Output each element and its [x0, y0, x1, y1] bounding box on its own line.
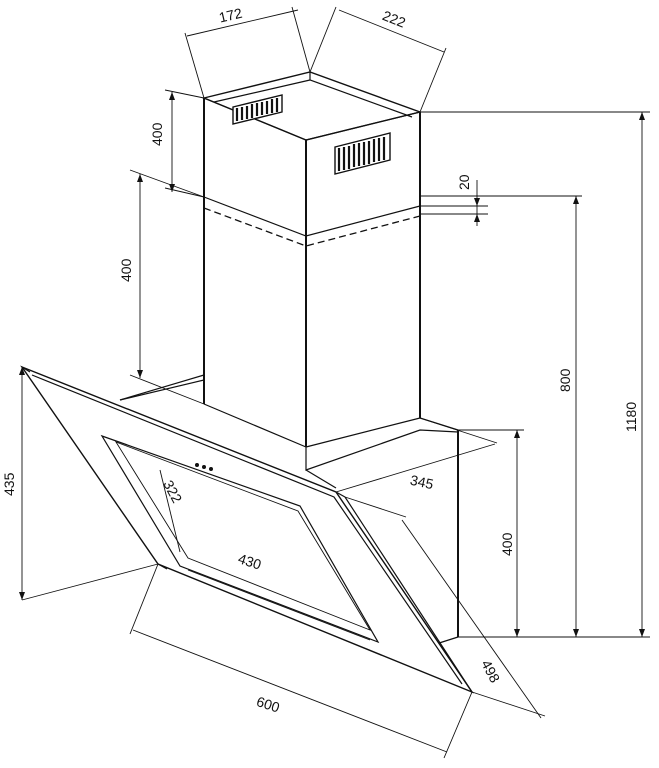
dim-400-lower: 400 [118, 258, 134, 282]
dim-430: 430 [236, 550, 263, 573]
dim-20: 20 [456, 174, 472, 190]
dim-222: 222 [380, 7, 408, 31]
arrowheads [19, 92, 645, 637]
dim-435: 435 [1, 472, 17, 496]
vent-left [232, 94, 283, 125]
window-inner [114, 441, 372, 631]
glass-panel [20, 365, 474, 694]
chimney-upper [201, 71, 423, 236]
dim-1180: 1180 [623, 402, 639, 432]
dim-400-base: 400 [499, 532, 515, 556]
window-outer [100, 434, 380, 644]
dim-345: 345 [409, 472, 435, 493]
dim-600: 600 [255, 693, 282, 716]
dim-800: 800 [557, 368, 573, 392]
control-buttons [195, 463, 213, 471]
dim-498: 498 [478, 657, 503, 685]
dim-400-upper: 400 [149, 122, 165, 146]
dim-172: 172 [217, 5, 244, 26]
vent-right [334, 132, 391, 175]
chimney-lower [119, 196, 421, 448]
dimension-labels: 172 222 400 400 20 800 1180 435 322 430 … [1, 5, 639, 716]
dimension-lines [21, 6, 650, 759]
